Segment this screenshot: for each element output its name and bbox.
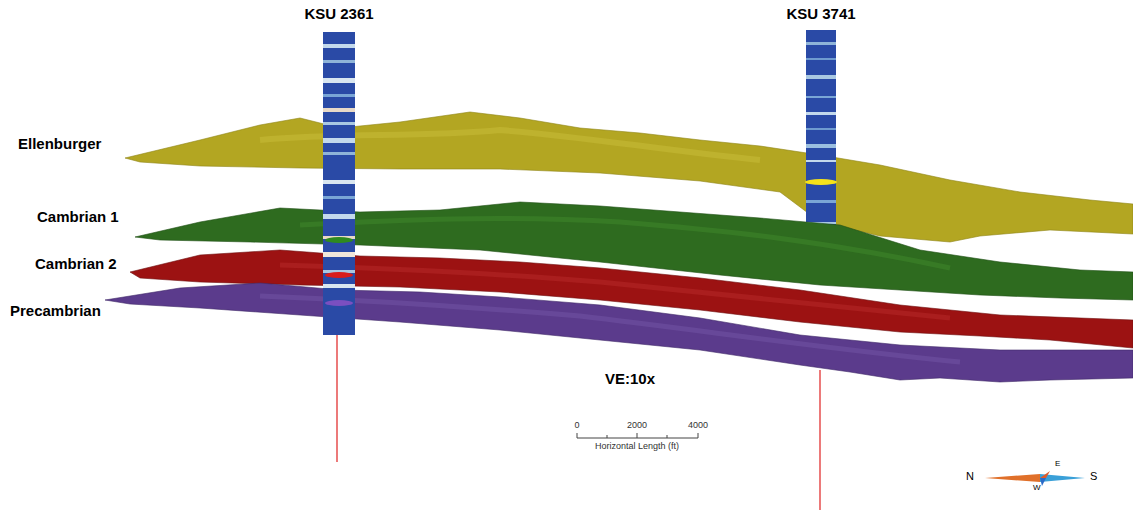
precambrian-surface <box>105 283 1133 382</box>
compass-letter: E <box>1055 460 1060 469</box>
compass-letter: S <box>1090 470 1097 482</box>
scale-tick-label: 0 <box>574 421 579 431</box>
compass-letter: W <box>1033 484 1041 493</box>
formation-name: Precambrian <box>10 303 101 320</box>
scale-tick-label: 4000 <box>688 421 708 431</box>
well-name: KSU 3741 <box>786 6 855 23</box>
formation-name: Cambrian 2 <box>35 256 117 273</box>
formation-name: Ellenburger <box>18 136 101 153</box>
compass-letter: N <box>966 470 974 482</box>
formation-name: Cambrian 1 <box>37 209 119 226</box>
well-log-column <box>323 32 355 335</box>
well-trajectory <box>336 335 337 462</box>
well-trajectory <box>819 370 820 510</box>
well-marker <box>805 179 837 185</box>
scale-tick-label: 2000 <box>627 421 647 431</box>
vertical-exaggeration: VE:10x <box>605 371 655 388</box>
well-name: KSU 2361 <box>304 6 373 23</box>
scale-title: Horizontal Length (ft) <box>595 442 679 452</box>
scale-bar <box>577 433 698 438</box>
